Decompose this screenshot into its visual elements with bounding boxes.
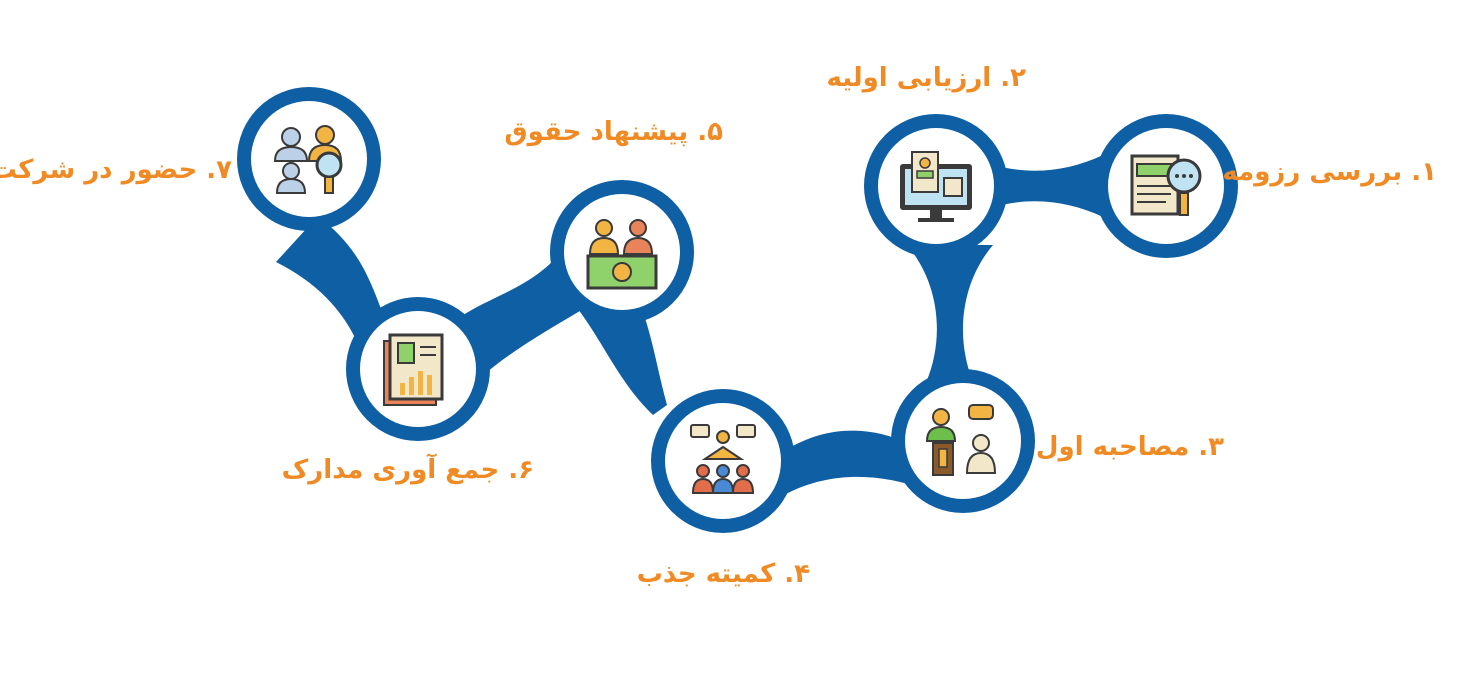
documents-report-icon <box>383 333 444 406</box>
computer-profile-icon <box>900 151 972 222</box>
step-1-node <box>1094 114 1238 258</box>
step-3-inner <box>905 383 1021 499</box>
resume-magnifier-icon <box>1130 154 1202 216</box>
interview-podium-icon <box>925 404 997 476</box>
step-7-node <box>237 87 381 231</box>
step-6-label: ۶. جمع آوری مدارک <box>281 455 534 485</box>
step-1-label: ۱. بررسی رزومه <box>1222 157 1437 187</box>
step-5-node <box>550 180 694 324</box>
step-4-node <box>651 389 795 533</box>
step-5-label: ۵. پیشنهاد حقوق <box>504 117 723 147</box>
step-3-node <box>891 369 1035 513</box>
committee-meeting-icon <box>690 424 756 494</box>
step-4-label: ۴. کمیته جذب <box>636 559 810 589</box>
step-2-label: ۲. ارزیابی اولیه <box>826 63 1026 93</box>
step-3-label: ۳. مصاحبه اول <box>1035 432 1224 462</box>
step-6-node <box>346 297 490 441</box>
step-7-label: ۷. حضور در شرکت <box>0 155 232 185</box>
step-2-node <box>864 114 1008 258</box>
step-5-inner <box>564 194 680 310</box>
people-search-icon <box>273 125 343 194</box>
step-4-inner <box>665 403 781 519</box>
salary-offer-icon <box>586 219 658 290</box>
